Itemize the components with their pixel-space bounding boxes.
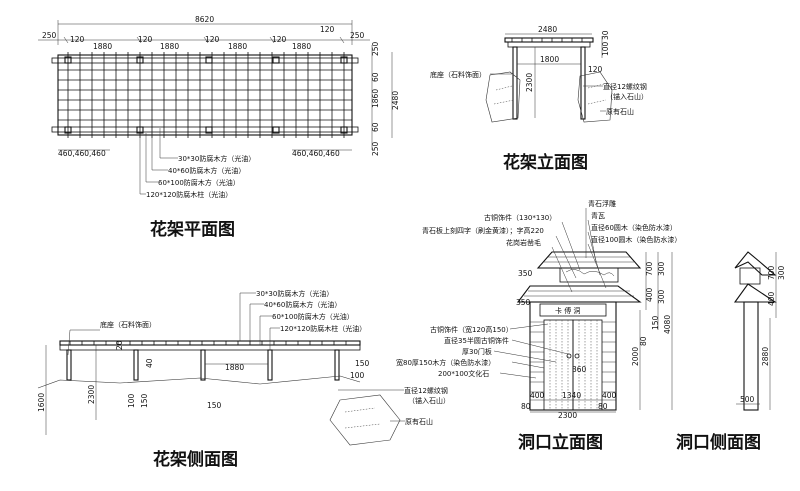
plan-view: 8620 250 120 1880 120 1880 120 1880 120 … (38, 15, 400, 240)
plan-dim-r2480: 2480 (391, 91, 400, 110)
side-callout-1: 30*30防腐木方（光油） (256, 289, 333, 298)
front-elevation: 2480 30 100 1800 120 2300 底座（石料饰面） 直径12螺… (430, 25, 648, 173)
gate-dim-400a: 400 (530, 391, 545, 400)
gate-dim-700: 700 (645, 261, 654, 276)
gate-dim-80b: 80 (598, 402, 608, 411)
gate-dim-350b: 350 (516, 298, 531, 307)
gate-label-tongshi: 古铜饰件（130*130） (484, 213, 556, 222)
side-dim-20: 20 (115, 340, 124, 350)
plan-dim-r250a: 250 (371, 41, 380, 56)
gate-side-dim-2880: 2880 (761, 347, 770, 366)
plan-dim-1880a: 1880 (93, 42, 112, 51)
gate-label-sign: 青石板上刻四字（刷金黄漆）；字高220 (422, 226, 544, 235)
gate-dim-1340: 1340 (562, 391, 581, 400)
side-dim-1600: 1600 (37, 393, 46, 412)
gate-elevation: 卡 傅 洞 青石浮雕 古铜饰件（130*130） 青瓦 直径60圆木（染色防水漆… (396, 199, 681, 453)
front-title: 花架立面图 (503, 152, 588, 173)
side-label-bolt-sub: （锚入石山） (408, 396, 450, 405)
gate-dim-150: 150 (651, 315, 660, 330)
plan-dim-120d: 120 (272, 35, 287, 44)
gate-side-dim-300: 300 (777, 265, 786, 280)
side-elevation: 1880 30*30防腐木方（光油） 40*60防腐木方（光油） 60*100防… (37, 289, 450, 470)
side-callout-4: 120*120防腐木柱（光油） (280, 324, 366, 333)
plan-title: 花架平面图 (150, 219, 235, 240)
plan-dim-1880d: 1880 (292, 42, 311, 51)
side-dim-150a: 150 (140, 393, 149, 408)
front-dim-2300: 2300 (525, 73, 534, 92)
front-dim-30: 30 (601, 30, 610, 40)
gate-dim-80c: 80 (639, 336, 648, 346)
gate-dim-400c: 400 (645, 287, 654, 302)
side-label-rock: 原有石山 (405, 417, 433, 426)
gate-dim-300b: 300 (657, 289, 666, 304)
plan-dim-r60b: 60 (371, 122, 380, 132)
side-callout-3: 60*100防腐木方（光油） (272, 312, 354, 321)
side-dim-2300: 2300 (87, 385, 96, 404)
plan-dim-b460-left: 460,460,460 (58, 149, 106, 158)
gate-dim-400b: 400 (602, 391, 617, 400)
gate-label-qingwa: 青瓦 (591, 211, 605, 220)
plan-dim-b460-right: 460,460,460 (292, 149, 340, 158)
gate-dim-350a: 350 (518, 269, 533, 278)
side-dim-1880: 1880 (225, 363, 244, 372)
plan-dim-total: 8620 (195, 15, 214, 24)
plan-callout-3: 60*100防腐木方（光油） (158, 178, 240, 187)
gate-label-stone: 200*100文化石 (438, 369, 489, 378)
gate-dim-4080: 4080 (663, 315, 672, 334)
plan-callout-2: 40*60防腐木方（光油） (168, 166, 245, 175)
plan-dim-250b: 250 (350, 31, 365, 40)
gate-label-tong2: 古铜饰件（宽120高150） (430, 325, 513, 334)
front-label-base: 底座（石料饰面） (430, 70, 486, 79)
gate-label-wood: 宽80厚150木方（染色防水漆） (396, 358, 495, 367)
plan-dim-r250b: 250 (371, 141, 380, 156)
gate-side-dim-700: 700 (767, 265, 776, 280)
front-label-bolt: 直径12螺纹钢 (603, 82, 647, 91)
side-callout-2: 40*60防腐木方（光油） (264, 300, 341, 309)
front-dim-2480: 2480 (538, 25, 557, 34)
plan-dim-r60a: 60 (371, 72, 380, 82)
side-label-base: 底座（石料饰面） (100, 320, 156, 329)
plan-dim-120e: 120 (320, 25, 335, 34)
gate-label-handle: 直径35半圆古铜饰件 (444, 336, 509, 345)
gate-side-title: 洞口侧面图 (676, 432, 761, 453)
front-label-bolt-sub: （锚入石山） (606, 92, 648, 101)
gate-dim-360: 360 (572, 365, 587, 374)
plan-callout-1: 30*30防腐木方（光油） (178, 154, 255, 163)
gate-dim-300a: 300 (657, 261, 666, 276)
plan-callout-4: 120*120防腐木柱（光油） (146, 190, 232, 199)
gate-label-door: 厚30门板 (462, 347, 492, 356)
plan-dim-r1860: 1860 (371, 89, 380, 108)
plan-dim-250a: 250 (42, 31, 57, 40)
plan-dim-120a: 120 (70, 35, 85, 44)
side-label-bolt: 直径12螺纹钢 (404, 386, 448, 395)
gate-sign-text: 卡 傅 洞 (555, 306, 580, 315)
gate-side-dim-500: 500 (740, 395, 755, 404)
gate-label-qing: 青石浮雕 (588, 199, 616, 208)
plan-dim-120b: 120 (138, 35, 153, 44)
gate-dim-80a: 80 (521, 402, 531, 411)
plan-dim-1880b: 1880 (160, 42, 179, 51)
front-dim-100: 100 (601, 41, 610, 56)
gate-label-yuan100: 直径100圆木（染色防水漆） (591, 235, 681, 244)
plan-dim-120c: 120 (205, 35, 220, 44)
side-dim-150c: 150 (355, 359, 370, 368)
gate-dim-2000: 2000 (631, 347, 640, 366)
side-title: 花架侧面图 (153, 449, 238, 470)
front-dim-1800: 1800 (540, 55, 559, 64)
gate-title: 洞口立面图 (518, 432, 603, 453)
gate-label-granite: 花岗岩凿毛 (506, 238, 541, 247)
gate-side-dim-400: 400 (767, 291, 776, 306)
side-dim-100b: 100 (350, 371, 365, 380)
side-dim-100a: 100 (127, 393, 136, 408)
gate-label-yuan60: 直径60圆木（染色防水漆） (591, 223, 677, 232)
front-dim-120: 120 (588, 65, 603, 74)
gate-side-elevation: 700 300 400 2880 500 洞口侧面图 (676, 251, 786, 453)
plan-dim-1880c: 1880 (228, 42, 247, 51)
gate-dim-2300: 2300 (558, 411, 577, 420)
front-label-rock: 原有石山 (606, 107, 634, 116)
side-dim-40: 40 (145, 358, 154, 368)
side-dim-150b: 150 (207, 401, 222, 410)
